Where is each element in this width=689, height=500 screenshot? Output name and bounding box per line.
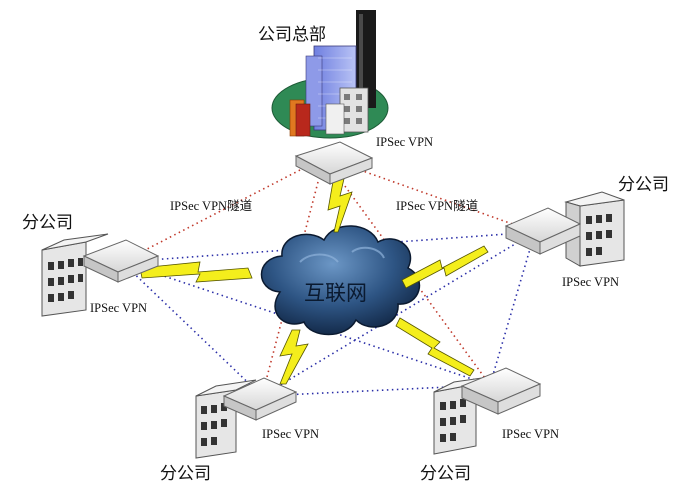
mesh-west-east xyxy=(121,231,536,263)
hq-vpn-label: IPSec VPN xyxy=(376,135,433,149)
hq-tunnel-branch-west xyxy=(121,169,301,263)
hq-tunnel-branch-east xyxy=(359,169,536,233)
branch-southeast-name: 分公司 xyxy=(420,464,471,484)
headquarters: 公司总部 xyxy=(258,10,389,139)
tunnel-label-left: IPSec VPN隧道 xyxy=(170,198,253,213)
bolt-east xyxy=(401,245,489,289)
branch-southeast-router: IPSec VPN xyxy=(460,367,559,441)
hq-router: IPSec VPN xyxy=(294,135,433,185)
tunnel-label-right: IPSec VPN隧道 xyxy=(396,198,479,213)
bolt-west xyxy=(139,261,253,283)
branch-southwest-router: IPSec VPN xyxy=(222,377,319,441)
branch-east-vpn-label: IPSec VPN xyxy=(562,275,619,289)
internet-cloud: 互联网 xyxy=(260,225,421,336)
mesh-east-southwest xyxy=(261,231,536,397)
branch-east-name: 分公司 xyxy=(618,175,669,195)
branch-west: 分公司 xyxy=(22,213,109,317)
bolt-southwest xyxy=(279,329,309,385)
branch-southwest-vpn-label: IPSec VPN xyxy=(262,427,319,441)
branch-east: 分公司 xyxy=(564,175,669,267)
branch-southeast-vpn-label: IPSec VPN xyxy=(502,427,559,441)
branch-west-router: IPSec VPN xyxy=(82,239,160,315)
branch-west-vpn-label: IPSec VPN xyxy=(90,301,147,315)
bolt-southeast xyxy=(395,317,475,377)
cloud-label: 互联网 xyxy=(304,281,367,305)
hq-name: 公司总部 xyxy=(258,25,326,45)
mesh-east-southeast xyxy=(489,231,536,386)
branch-southwest-name: 分公司 xyxy=(160,464,211,484)
lightning-bolts xyxy=(139,169,489,385)
mesh-west-southwest xyxy=(121,261,263,397)
branch-west-name: 分公司 xyxy=(22,213,73,233)
branch-east-router: IPSec VPN xyxy=(504,207,619,289)
